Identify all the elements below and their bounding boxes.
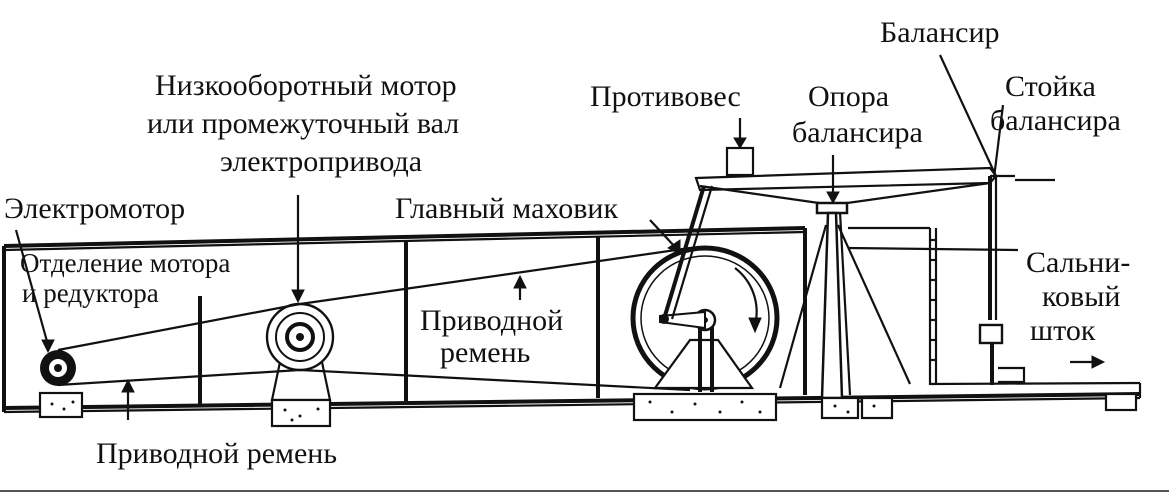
low-speed-motor (265, 302, 335, 428)
label-low-speed-motor-line2: или промежуточный вал (147, 107, 459, 140)
balancer-post (988, 174, 1015, 320)
drive-belts (57, 246, 691, 392)
label-polished-rod-line2: ковый (1042, 280, 1120, 313)
walking-beam (694, 166, 998, 207)
pitman-rods (662, 185, 714, 320)
label-balancer-post-line2: балансира (990, 104, 1121, 137)
label-polished-rod-line3: шток (1030, 314, 1096, 347)
label-motor-section-line2: и редуктора (22, 278, 159, 308)
label-low-speed-motor-line3: электропривода (220, 145, 422, 178)
label-drive-belt-lower: Приводной ремень (96, 437, 337, 470)
main-flywheel (630, 245, 780, 422)
label-motor-section-line1: Отделение мотора (20, 248, 230, 278)
label-balancer-support-line2: балансира (792, 116, 923, 149)
label-balancer-support-line1: Опора (808, 80, 889, 113)
label-electric-motor: Электромотор (4, 192, 185, 225)
label-balancer-post-line1: Стойка (1005, 70, 1096, 103)
label-polished-rod-line1: Сальни- (1026, 246, 1130, 279)
counterweight (725, 146, 755, 177)
leader-lines (14, 54, 1106, 420)
label-counterweight: Противовес (590, 80, 741, 113)
label-balancer: Балансир (880, 16, 1000, 49)
label-drive-belt-upper-line2: ремень (440, 336, 530, 369)
housing-frame (2, 226, 938, 412)
label-low-speed-motor-line1: Низкооборотный мотор (155, 69, 457, 102)
label-main-flywheel: Главный маховик (395, 192, 618, 225)
electric-motor (38, 350, 84, 419)
polished-rod (978, 323, 1138, 412)
base-platform (3, 381, 1142, 414)
samson-post (778, 201, 912, 420)
label-drive-belt-upper-line1: Приводной (420, 304, 563, 337)
